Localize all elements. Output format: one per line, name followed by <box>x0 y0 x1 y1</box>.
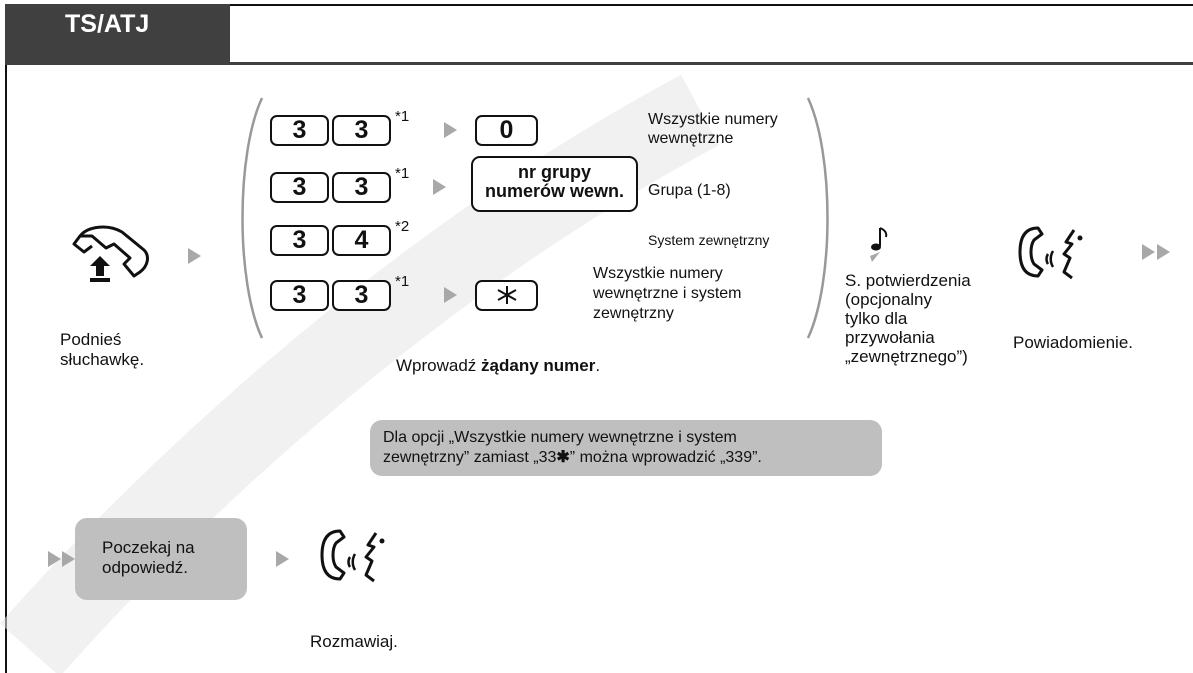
arrow-icon <box>1157 244 1170 260</box>
arrow-icon <box>188 248 201 264</box>
announce-label: Powiadomienie. <box>1013 333 1134 352</box>
frame-border-left <box>5 4 7 673</box>
frame-border-top <box>5 4 1193 6</box>
star-key-icon[interactable] <box>475 280 538 311</box>
star-icon: ✱ <box>556 449 570 466</box>
footnote-mark: *1 <box>395 165 410 182</box>
step-lift-label-1: Podnieś <box>60 330 122 349</box>
dial-key[interactable]: 4 <box>332 225 391 256</box>
enter-prefix: Wprowadź <box>396 356 482 375</box>
arrow-icon <box>444 122 457 138</box>
step-lift-label-2: słuchawkę. <box>60 350 145 369</box>
dial-key[interactable]: 3 <box>332 172 391 203</box>
row-desc: Wszystkie numery <box>648 111 778 128</box>
arrow-icon <box>276 551 289 567</box>
row-desc: Grupa (1-8) <box>648 182 731 199</box>
footnote-mark: *1 <box>395 108 410 125</box>
music-note-icon <box>870 227 888 262</box>
confirm-line-2: (opcjonalny <box>845 290 932 309</box>
dial-key[interactable]: 3 <box>270 280 329 311</box>
enter-bold: żądany numer <box>481 356 596 375</box>
close-parenthesis <box>806 97 829 339</box>
note-line-2: zewnętrzny” zamiast „33✱” można wprowadz… <box>383 448 762 467</box>
dial-key[interactable]: 3 <box>332 115 391 146</box>
star-icon <box>497 286 516 304</box>
dial-key[interactable]: 3 <box>332 280 391 311</box>
group-number-key[interactable]: nr grupy numerów wewn. <box>471 156 638 212</box>
arrow-icon <box>433 179 446 195</box>
enter-suffix: . <box>595 356 601 375</box>
arrow-icon <box>48 551 61 567</box>
note-line-1: Dla opcji „Wszystkie numery wewnętrzne i… <box>383 429 737 446</box>
talk-label: Rozmawiaj. <box>310 632 398 651</box>
confirm-line-4: przywołania <box>845 328 935 347</box>
enter-caption: Wprowadź żądany numer. <box>396 356 600 376</box>
arrow-icon <box>1142 244 1155 260</box>
note-text-a: zewnętrzny” zamiast „33 <box>383 449 557 466</box>
speaking-icon <box>1018 226 1083 280</box>
confirm-line-5: „zewnętrznego”) <box>845 347 968 366</box>
wait-box: Poczekaj na odpowiedź. <box>75 518 247 600</box>
wait-line-2: odpowiedź. <box>102 558 189 577</box>
speaking-icon <box>320 529 385 583</box>
note-box: Dla opcji „Wszystkie numery wewnętrzne i… <box>370 420 882 476</box>
arrow-icon <box>62 551 75 567</box>
footnote-mark: *1 <box>395 273 410 290</box>
group-key-line2: numerów wewn. <box>484 181 625 201</box>
confirm-line-3: tylko dla <box>845 309 908 328</box>
dial-key[interactable]: 3 <box>270 225 329 256</box>
confirm-line-1: S. potwierdzenia <box>845 271 971 290</box>
arrow-icon <box>444 287 457 303</box>
dial-key[interactable]: 3 <box>270 172 329 203</box>
handset-lift-icon <box>72 225 149 282</box>
wait-line-1: Poczekaj na <box>102 538 195 557</box>
group-key-line1: nr grupy <box>517 162 591 182</box>
row-desc: zewnętrzny <box>593 305 674 322</box>
open-parenthesis <box>241 97 264 339</box>
row-desc: System zewnętrzny <box>648 232 770 248</box>
dial-key[interactable]: 0 <box>475 115 538 146</box>
row-desc: wewnętrzne i system <box>593 285 742 302</box>
row-desc: Wszystkie numery <box>593 265 723 282</box>
dial-key[interactable]: 3 <box>270 115 329 146</box>
note-text-b: ” można wprowadzić „339”. <box>569 449 762 466</box>
row-desc: wewnętrzne <box>648 130 734 147</box>
footnote-mark: *2 <box>395 218 410 235</box>
section-tag: TS/ATJ <box>5 4 230 62</box>
section-rule <box>5 62 1193 65</box>
